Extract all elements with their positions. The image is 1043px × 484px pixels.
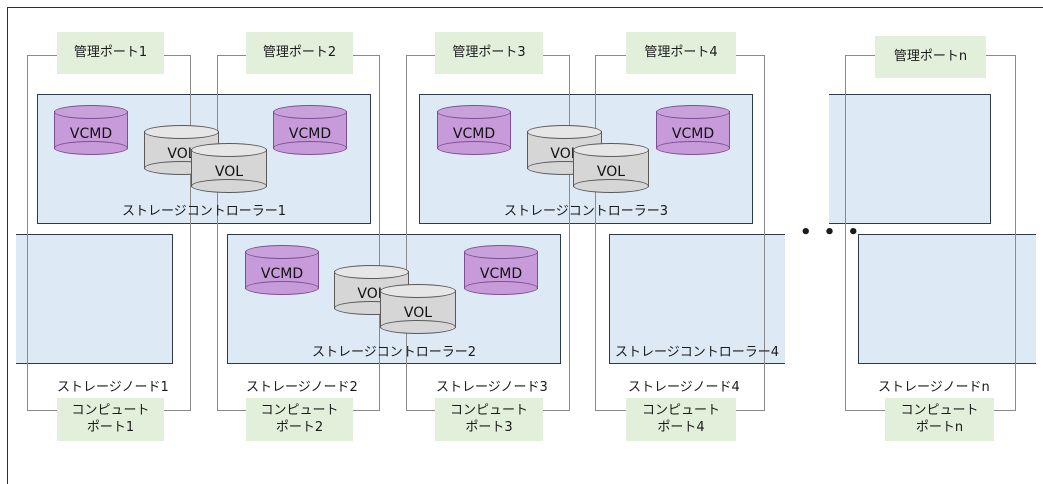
compute-port-label: コンピュート — [449, 403, 528, 419]
node-label: ストレージノード3 — [436, 380, 548, 395]
compute-port-3: コンピュートポート3 — [435, 398, 543, 441]
node-2-left-line — [217, 55, 218, 411]
compute-port-label: ポート2 — [275, 419, 324, 435]
node-1-right-line — [190, 55, 191, 411]
compute-port-n: コンピュートポートn — [885, 398, 994, 441]
vcmd-volume: VCMD — [464, 245, 538, 295]
node-n-left-line — [845, 55, 846, 411]
mgmt-port-label: 管理ポート2 — [262, 44, 337, 60]
node-label: ストレージノード1 — [57, 380, 169, 395]
mgmt-port-label: 管理ポート3 — [452, 44, 526, 60]
controller-label: ストレージコントローラー4 — [614, 345, 779, 360]
mgmt-port-2: 管理ポート2 — [246, 32, 353, 74]
mgmt-port-n: 管理ポートn — [875, 36, 986, 78]
diagram-frame — [7, 7, 1043, 484]
mgmt-port-label: 管理ポート4 — [644, 44, 718, 60]
controller-label: ストレージコントローラー3 — [503, 204, 668, 219]
node-n-right-line — [1015, 55, 1016, 411]
compute-port-label: コンピュート — [71, 403, 150, 419]
mgmt-port-label: 管理ポートn — [893, 48, 968, 64]
compute-port-4: コンピュートポート4 — [626, 398, 736, 441]
compute-port-label: コンピュート — [641, 403, 720, 419]
storage-controller-4 — [609, 234, 785, 364]
storage-controller-partial-left — [16, 234, 173, 364]
compute-port-label: ポート1 — [86, 419, 135, 435]
node-label: ストレージノード2 — [246, 380, 358, 395]
mgmt-port-3: 管理ポート3 — [435, 32, 543, 74]
compute-port-label: ポート3 — [465, 419, 513, 435]
compute-port-label: コンピュート — [260, 403, 339, 419]
vol-volume: VOL — [380, 284, 456, 334]
node-1-left-line — [27, 55, 28, 411]
compute-port-label: コンピュート — [900, 403, 979, 419]
vcmd-volume: VCMD — [54, 105, 128, 155]
node-label: ストレージノードn — [878, 380, 990, 395]
node-4-right-line — [764, 55, 765, 411]
mgmt-port-1: 管理ポート1 — [57, 32, 164, 74]
node-2-right-line — [379, 55, 380, 411]
compute-port-label: ポートn — [915, 419, 964, 435]
node-label: ストレージノード4 — [628, 380, 740, 395]
controller-label: ストレージコントローラー2 — [311, 345, 476, 360]
compute-port-label: ポート4 — [657, 419, 705, 435]
node-4-left-line — [595, 55, 596, 411]
vcmd-volume: VCMD — [656, 105, 730, 155]
compute-port-2: コンピュートポート2 — [246, 398, 353, 441]
storage-controller-n-upper — [829, 94, 991, 224]
ellipsis: • • • — [800, 222, 863, 243]
node-3-left-line — [406, 55, 407, 411]
vcmd-volume: VCMD — [245, 245, 319, 295]
mgmt-port-label: 管理ポート1 — [73, 44, 148, 60]
storage-controller-n-lower — [858, 234, 1036, 364]
vcmd-volume: VCMD — [273, 105, 347, 155]
controller-label: ストレージコントローラー1 — [121, 204, 286, 219]
mgmt-port-4: 管理ポート4 — [626, 32, 736, 74]
vcmd-volume: VCMD — [437, 105, 511, 155]
node-3-right-line — [569, 55, 570, 411]
vol-volume: VOL — [573, 143, 649, 193]
compute-port-1: コンピュートポート1 — [57, 398, 164, 441]
vol-volume: VOL — [191, 143, 267, 193]
